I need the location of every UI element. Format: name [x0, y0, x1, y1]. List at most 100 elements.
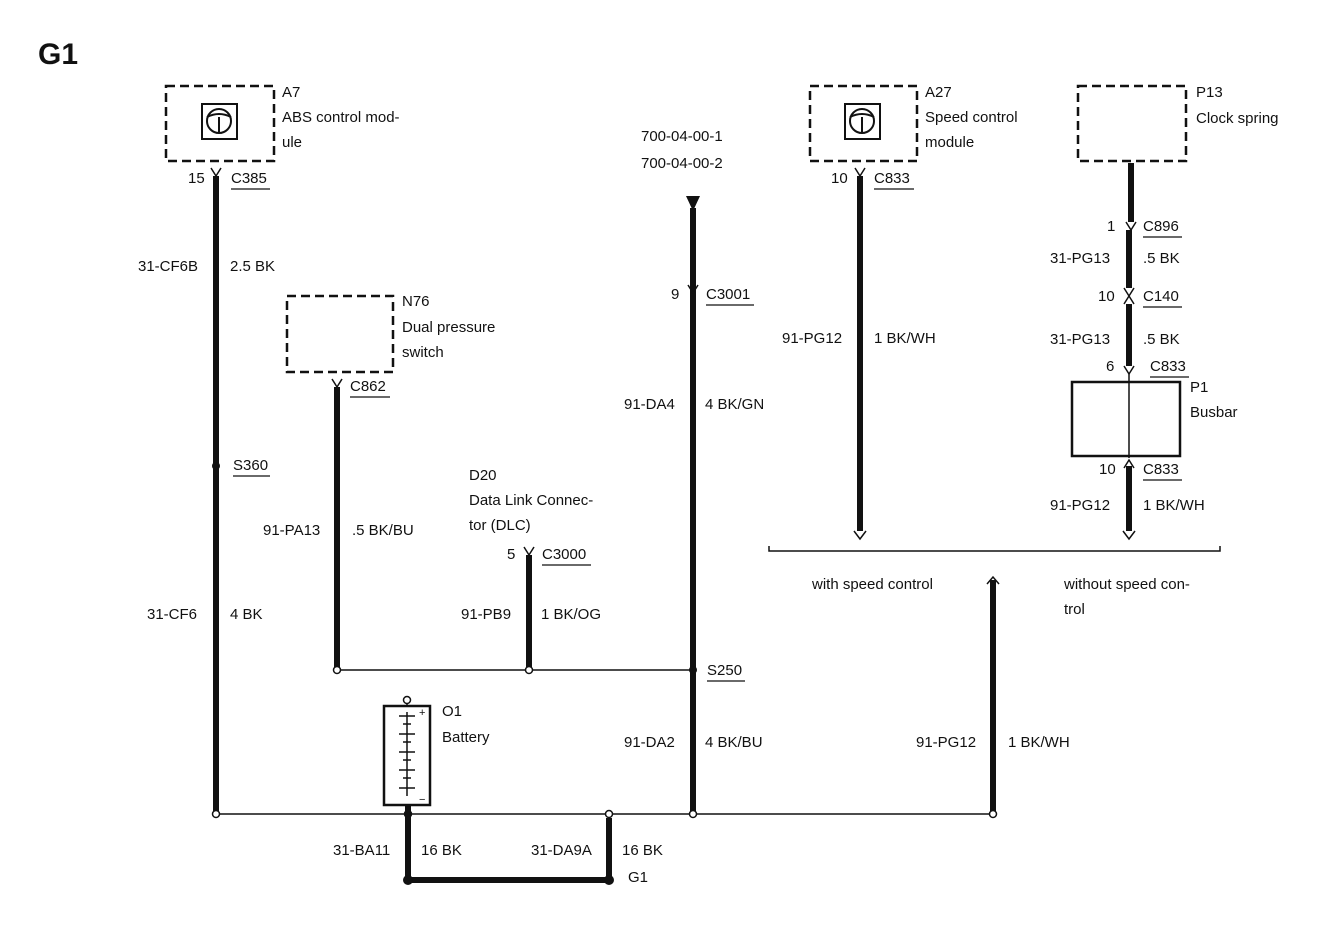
wire-spec-label: 4 BK	[230, 606, 263, 623]
connector-pin-marker	[1125, 221, 1137, 232]
wire-circuit-label: 31-PG13	[1050, 250, 1110, 267]
control-module-icon	[201, 103, 238, 140]
battery-id: O1	[442, 703, 462, 720]
battery-terminal	[402, 695, 412, 705]
busbar-name: Busbar	[1190, 404, 1238, 421]
dlc-name-line1: Data Link Connec-	[469, 492, 593, 509]
c3001-connector: C3001	[706, 286, 750, 303]
dual-switch-name-line2: switch	[402, 344, 444, 361]
abs-module-outline	[164, 84, 276, 163]
continuation-arrow-icon	[686, 196, 700, 211]
speed-module-name-line1: Speed control	[925, 109, 1018, 126]
battery-minus-icon: −	[419, 794, 425, 806]
wire-circuit-label: 91-PG12	[916, 734, 976, 751]
wire-circuit-label: 31-PG13	[1050, 331, 1110, 348]
page-ref-2: 700-04-00-2	[641, 155, 723, 172]
c833-pin: 6	[1106, 358, 1114, 375]
c3001-pin: 9	[671, 286, 679, 303]
abs-ground-wire: 15 C385 31-CF6B 2.5 BK S360 31-CF6 4 BK	[138, 167, 275, 814]
c833-connector: C833	[1143, 461, 1179, 478]
wire-circuit-label: 31-CF6B	[138, 258, 198, 275]
wire-circuit-label: 91-DA4	[624, 396, 675, 413]
c833-pin: 10	[1099, 461, 1116, 478]
wire-spec-label: .5 BK/BU	[352, 522, 414, 539]
c833-connector: C833	[874, 170, 910, 187]
splice-s250-label: S250	[707, 662, 742, 679]
c140-pin: 10	[1098, 288, 1115, 305]
data-link-connector: D20 Data Link Connec- tor (DLC) 5 C3000 …	[461, 467, 601, 670]
battery-name: Battery	[442, 729, 490, 746]
wire-circuit-label: 31-BA11	[333, 842, 390, 859]
abs-module-id: A7	[282, 84, 300, 101]
ground-g1-label: G1	[628, 869, 648, 886]
wire-circuit-label: 91-PG12	[782, 330, 842, 347]
wire-spec-label: 1 BK/OG	[541, 606, 601, 623]
c3000-pin: 5	[507, 546, 515, 563]
wire-spec-label: .5 BK	[1143, 250, 1180, 267]
c833-connector: C833	[1150, 358, 1186, 375]
c140-connector: C140	[1143, 288, 1179, 305]
busbar-outline	[1070, 380, 1182, 458]
c862-connector: C862	[350, 378, 386, 395]
abs-module-name-line2: ule	[282, 134, 302, 151]
wire-circuit-label: 31-DA9A	[531, 842, 592, 859]
option-without-line2: trol	[1064, 601, 1085, 618]
dual-pressure-switch: N76 Dual pressure switch C862 91-PA13 .5…	[263, 293, 495, 670]
wire-spec-label: 16 BK	[421, 842, 462, 859]
busbar: P1 Busbar 10 C833 91-PG12 1 BK/WH	[1050, 374, 1238, 541]
c3000-connector: C3000	[542, 546, 586, 563]
c385-connector: C385	[231, 170, 267, 187]
wire-spec-label: 4 BK/GN	[705, 396, 764, 413]
page-title: G1	[38, 38, 78, 71]
option-bracket-line	[768, 546, 1221, 552]
c896-connector: C896	[1143, 218, 1179, 235]
page-ref-1: 700-04-00-1	[641, 128, 723, 145]
option-without-line1: without speed con-	[1063, 576, 1190, 593]
c896-pin: 1	[1107, 218, 1115, 235]
busbar-id: P1	[1190, 379, 1208, 396]
connector-pin-marker	[331, 378, 343, 389]
splice-s360	[212, 462, 220, 470]
connector-pin-marker	[854, 167, 866, 178]
speed-module-name-line2: module	[925, 134, 974, 151]
battery-cells-icon	[399, 712, 415, 796]
splice-s360-label: S360	[233, 457, 268, 474]
clock-spring: P13 Clock spring 1 C896 31-PG13 .5 BK 10…	[1050, 84, 1279, 378]
clock-spring-id: P13	[1196, 84, 1223, 101]
dual-switch-id: N76	[402, 293, 430, 310]
reference-branch: 700-04-00-1 700-04-00-2 9 C3001 91-DA4 4…	[624, 128, 764, 814]
connector-pin-marker	[1123, 365, 1135, 376]
wire-spec-label: 16 BK	[622, 842, 663, 859]
clock-spring-outline	[1076, 84, 1188, 163]
wire-circuit-label: 91-PA13	[263, 522, 320, 539]
wire-spec-label: 4 BK/BU	[705, 734, 763, 751]
option-with-speed-control: with speed control	[811, 576, 933, 593]
wire-spec-label: 1 BK/WH	[874, 330, 936, 347]
speed-module-outline	[808, 84, 919, 163]
option-bracket: with speed control without speed con- tr…	[768, 546, 1221, 814]
wire-circuit-label: 91-PG12	[1050, 497, 1110, 514]
inline-connector-marker	[1123, 287, 1135, 305]
connector-pin-marker	[1123, 458, 1135, 469]
dual-switch-outline	[285, 294, 395, 374]
battery: + − O1 Battery	[382, 695, 490, 807]
wire-circuit-label: 31-CF6	[147, 606, 197, 623]
battery-plus-icon: +	[419, 707, 425, 719]
junction-dot	[332, 665, 342, 675]
c385-pin: 15	[188, 170, 205, 187]
connector-pin-marker	[687, 284, 699, 295]
wire-end-arrow-icon	[853, 530, 867, 541]
ground-point	[403, 875, 413, 885]
wire-spec-label: 1 BK/WH	[1008, 734, 1070, 751]
speed-control-module: A27 Speed control module 10 C833 91-PG12…	[782, 84, 1018, 541]
clock-spring-name: Clock spring	[1196, 110, 1279, 127]
connector-pin-marker	[986, 575, 1000, 585]
abs-control-module: A7 ABS control mod- ule	[164, 84, 400, 163]
dlc-name-line2: tor (DLC)	[469, 517, 531, 534]
connector-pin-marker	[523, 546, 535, 557]
wire-circuit-label: 91-DA2	[624, 734, 675, 751]
c833-pin: 10	[831, 170, 848, 187]
wire-spec-label: 1 BK/WH	[1143, 497, 1205, 514]
connector-pin-marker	[210, 167, 222, 178]
